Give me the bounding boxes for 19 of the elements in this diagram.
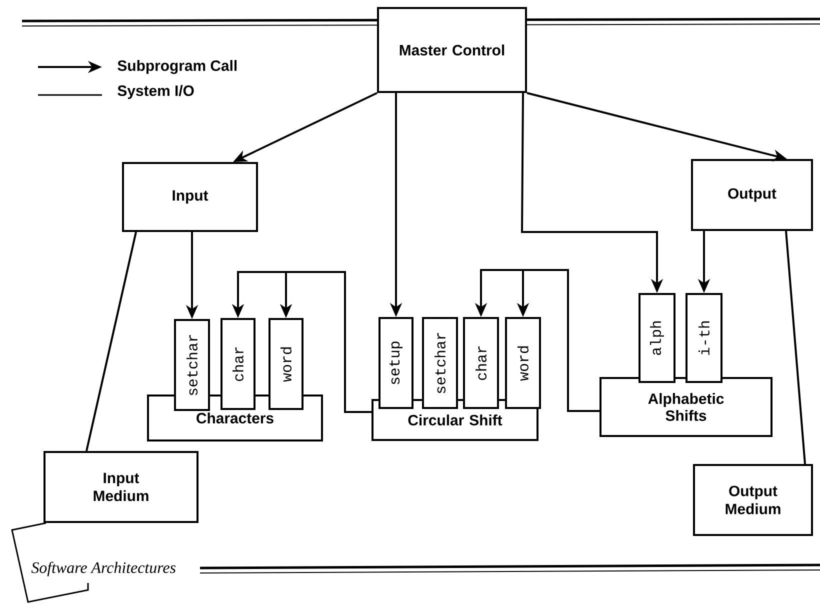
process-box: Input [122, 162, 258, 232]
procedure-box: char [463, 317, 499, 409]
procedure-box: setup [378, 317, 414, 409]
process-box: Master Control [377, 7, 527, 93]
process-box: Output [691, 159, 813, 231]
legend-label: System I/O [118, 85, 194, 99]
connector-line [86, 232, 137, 452]
process-box: Input Medium [44, 451, 198, 523]
footer-title: Software Architectures [31, 562, 176, 576]
procedure-box: setchar [422, 317, 458, 409]
connector-line [785, 230, 806, 464]
procedure-box: setchar [174, 319, 210, 411]
procedure-box: alph [638, 293, 676, 383]
process-box: Output Medium [693, 464, 813, 536]
procedure-box: word [505, 317, 541, 409]
procedure-box: char [220, 318, 256, 410]
procedure-box: i-th [686, 293, 722, 383]
procedure-box: word [268, 318, 304, 410]
legend-label: Subprogram Call [118, 60, 237, 74]
